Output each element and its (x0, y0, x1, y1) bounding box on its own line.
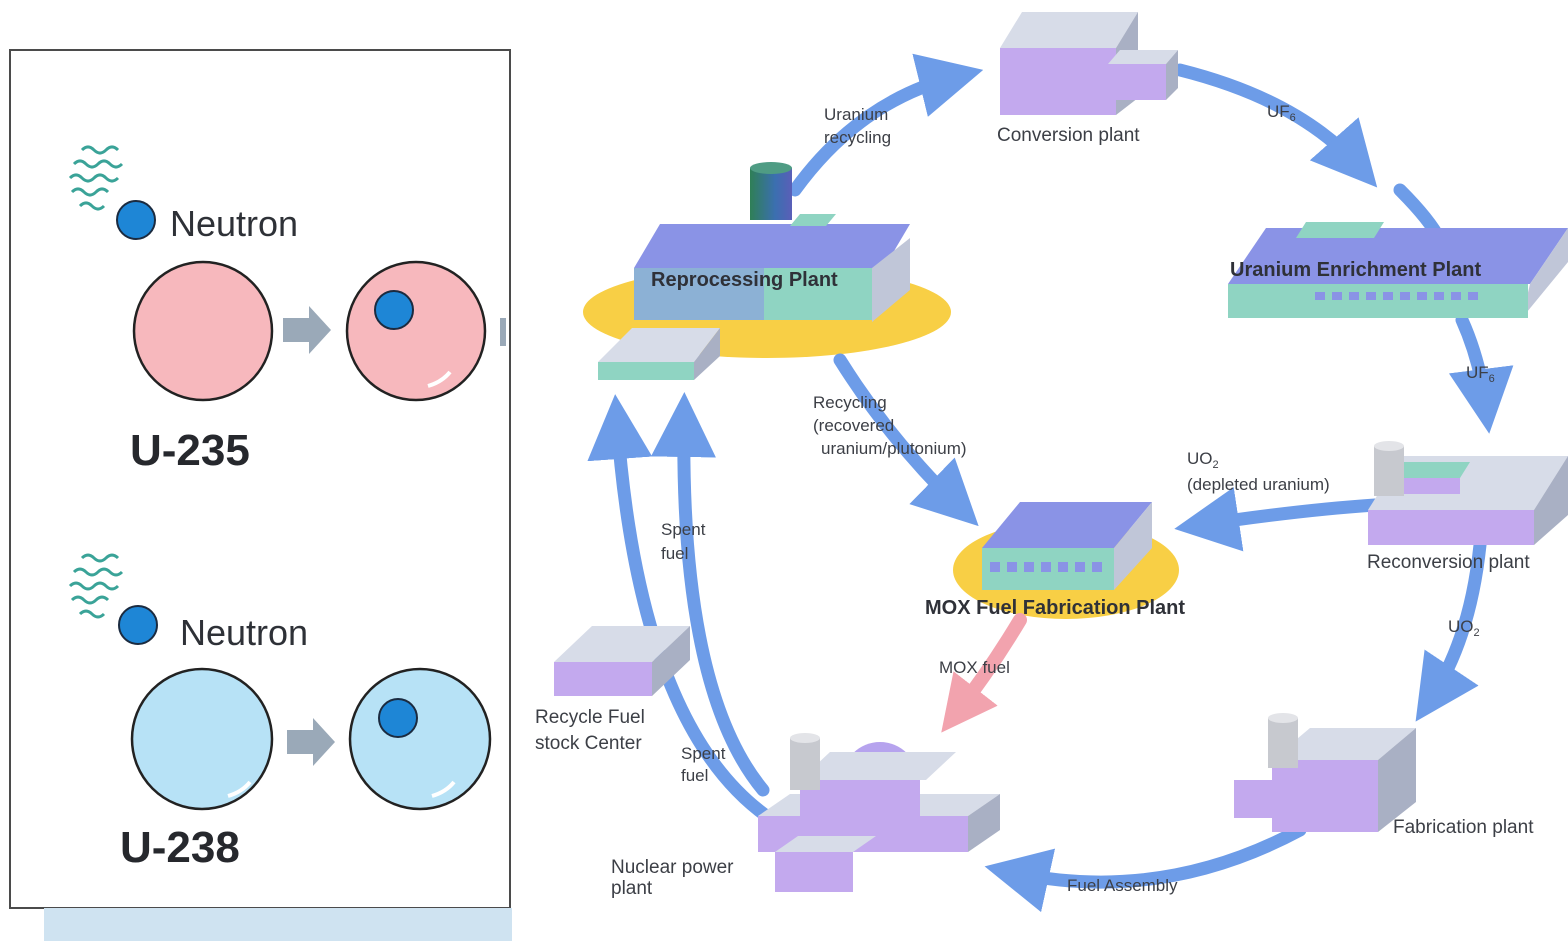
arrow-recycling (833, 353, 979, 527)
shine-icon (227, 780, 252, 798)
u238-nucleus (130, 667, 274, 811)
label-uranium-recycling-line2: recycling (824, 128, 891, 147)
label-conversion-plant: Conversion plant (997, 125, 1140, 146)
mox-plant-icon (982, 502, 1152, 590)
label-nuclear-power-plant-line2: plant (611, 878, 653, 899)
label-recycle-center-line1: Recycle Fuel (535, 707, 645, 728)
absorbed-neutron (378, 698, 418, 738)
label-recycling-line2: (recovered (813, 416, 894, 435)
neutron-particle (116, 200, 156, 240)
transition-arrow-icon (287, 718, 335, 766)
neutron-radiation-icon (68, 553, 124, 619)
neutron-particle (118, 605, 158, 645)
fabrication-plant-icon (1234, 713, 1416, 832)
shine-icon (431, 780, 456, 798)
label-reprocessing-plant: Reprocessing Plant (651, 269, 838, 291)
label-uo2-depleted-line2: (depleted uranium) (1187, 475, 1330, 494)
arrow-uf6-top (1173, 63, 1378, 188)
label-enrichment-plant: Uranium Enrichment Plant (1230, 259, 1481, 281)
label-spent-fuel-b-line1: Spent (681, 744, 726, 763)
u238-group: Neutron U-238 (68, 553, 492, 872)
u235-label: U-235 (130, 426, 250, 475)
label-uf6-top: UF6 (1267, 102, 1296, 124)
arrow-stub (500, 318, 506, 346)
arrow-uo2-depleted (1174, 487, 1382, 552)
label-spent-fuel-b-line2: fuel (681, 766, 708, 785)
label-reconversion-plant: Reconversion plant (1367, 552, 1530, 573)
arrow-uranium-recycling (788, 53, 984, 197)
arrow-spent-fuel-outer (587, 394, 787, 832)
isotope-panel: Neutron U-235 Neutron (9, 49, 512, 941)
neutron-radiation-icon (68, 145, 124, 211)
arrow-spent-fuel-inner (650, 392, 770, 797)
label-recycling-line1: Recycling (813, 393, 887, 412)
conversion-plant-icon (1000, 12, 1178, 115)
arrow-uf6-right (1448, 313, 1514, 434)
label-spent-fuel-a-line1: Spent (661, 520, 706, 539)
arrow-uo2-right (1415, 538, 1487, 722)
fuel-cycle-diagram: Conversion plant Uranium Enrichment Plan… (535, 12, 1568, 913)
u235-nucleus (132, 260, 274, 402)
label-fuel-assembly: Fuel Assembly (1067, 876, 1178, 895)
label-fabrication-plant: Fabrication plant (1393, 817, 1534, 838)
reprocessing-plant-icon (598, 162, 910, 380)
label-uf6-right: UF6 (1466, 363, 1495, 385)
panel-strip (44, 908, 512, 941)
label-mox-fuel: MOX fuel (939, 658, 1010, 677)
enrichment-plant-icon (1228, 222, 1568, 318)
label-nuclear-power-plant-line1: Nuclear power (611, 857, 734, 878)
neutron-label: Neutron (170, 203, 298, 244)
arrow-mox-fuel (941, 613, 1027, 733)
recycle-fuel-stock-center-icon (554, 626, 690, 696)
label-recycling-line3: uranium/plutonium) (821, 439, 967, 458)
label-recycle-center-line2: stock Center (535, 733, 642, 754)
label-mox-plant: MOX Fuel Fabrication Plant (925, 597, 1185, 619)
shine-icon (427, 370, 452, 388)
nuclear-power-plant-icon (758, 733, 1000, 892)
transition-arrow-icon (283, 306, 331, 354)
neutron-label: Neutron (180, 612, 308, 653)
label-uo2-right: UO2 (1448, 617, 1480, 639)
u236-nucleus (345, 260, 487, 402)
u239-nucleus (348, 667, 492, 811)
absorbed-neutron (374, 290, 414, 330)
arrow-fuel-assembly (984, 823, 1307, 913)
u238-label: U-238 (120, 823, 240, 872)
u235-group: Neutron U-235 (68, 145, 506, 475)
label-spent-fuel-a-line2: fuel (661, 544, 688, 563)
label-uo2-depleted-line1: UO2 (1187, 449, 1219, 471)
reconversion-plant-icon (1368, 441, 1568, 545)
cycle-arrows (587, 53, 1514, 913)
label-uranium-recycling-line1: Uranium (824, 105, 888, 124)
